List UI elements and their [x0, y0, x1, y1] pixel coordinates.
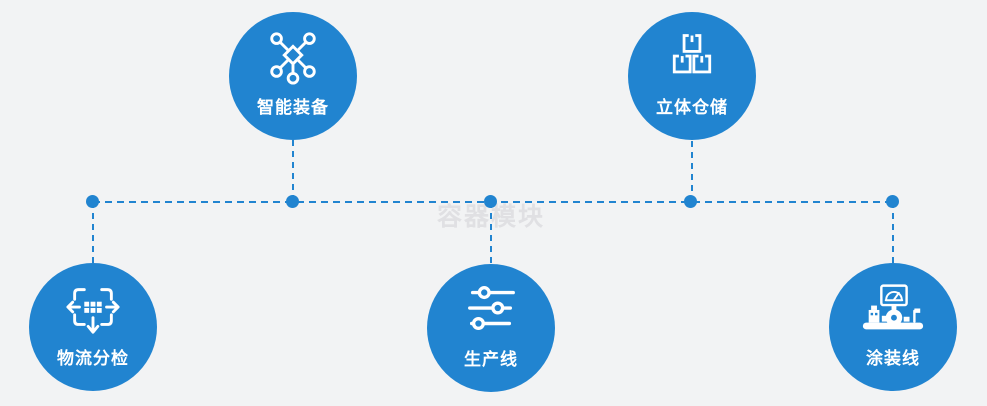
connector-vertical-smart-equipment [292, 140, 294, 201]
junction-dot [286, 195, 299, 208]
node-label: 智能装备 [257, 98, 329, 117]
junction-dot [886, 195, 899, 208]
junction-dot [86, 195, 99, 208]
node-warehouse: 立体仓储 [628, 12, 756, 140]
connector-vertical-logistics [92, 202, 94, 263]
connector-vertical-warehouse [691, 141, 693, 201]
stacked-boxes-icon [664, 28, 720, 86]
network-nodes-icon [264, 28, 322, 86]
node-production-line: 生产线 [427, 264, 555, 392]
node-logistics-sorting: 物流分检 [29, 263, 157, 391]
junction-dot [484, 195, 497, 208]
paint-machine-icon [858, 279, 928, 337]
node-smart-equipment: 智能装备 [229, 12, 357, 140]
node-label: 生产线 [464, 350, 518, 369]
sliders-icon [462, 280, 520, 338]
node-label: 涂装线 [866, 349, 920, 368]
junction-dot [684, 195, 697, 208]
node-label: 立体仓储 [656, 98, 728, 117]
node-label: 物流分检 [57, 349, 129, 368]
connector-vertical-painting [892, 202, 894, 263]
sort-distribute-icon [64, 279, 122, 337]
node-painting-line: 涂装线 [829, 263, 957, 391]
connector-vertical-production [490, 202, 492, 264]
